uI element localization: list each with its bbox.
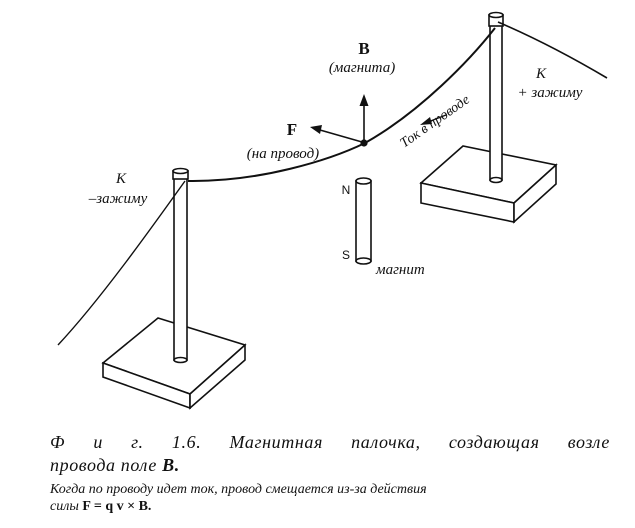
- contact-point: [360, 139, 368, 147]
- wire-lead-right: [497, 21, 608, 79]
- right-clamp-label: + зажиму: [518, 85, 583, 101]
- caption-body-line1: Когда по проводу идет ток, провод смещае…: [50, 482, 427, 497]
- left-k-label: К: [115, 171, 127, 187]
- current-label: Ток в проводе: [398, 92, 473, 151]
- force-symbol: F: [287, 120, 297, 139]
- magnet-pole-s: S: [342, 248, 350, 262]
- b-field-arrow: [359, 94, 369, 141]
- current-arrow: [420, 114, 447, 125]
- magnet-label: магнит: [375, 262, 425, 278]
- wire-magnet-diagram: B (магнита) F (на провод) Ток в проводе …: [57, 11, 608, 410]
- caption-body-line2-text: силы: [50, 499, 83, 514]
- figure-caption-title-line2: провода поле B.: [50, 455, 610, 476]
- force-note: (на провод): [247, 146, 319, 162]
- left-post: [172, 167, 189, 364]
- bar-magnet: [355, 177, 372, 265]
- caption-line2-text: провода поле: [50, 455, 163, 475]
- right-base: [419, 145, 558, 224]
- figure-caption-body: Когда по проводу идет ток, провод смещае…: [50, 481, 605, 515]
- right-k-label: К: [535, 66, 547, 82]
- b-field-note: (магнита): [329, 60, 395, 76]
- figure-caption-title: Ф и г. 1.6. Магнитная палочка, создающая…: [50, 432, 610, 452]
- wire-lead-left: [57, 180, 186, 346]
- caption-formula: F = q v × B.: [82, 499, 152, 514]
- force-arrow: [310, 125, 363, 143]
- left-clamp-label: –зажиму: [88, 191, 148, 207]
- b-field-symbol: B: [358, 39, 369, 58]
- caption-field-symbol: B.: [162, 455, 180, 475]
- magnet-pole-n: N: [342, 183, 351, 197]
- right-post: [488, 11, 504, 184]
